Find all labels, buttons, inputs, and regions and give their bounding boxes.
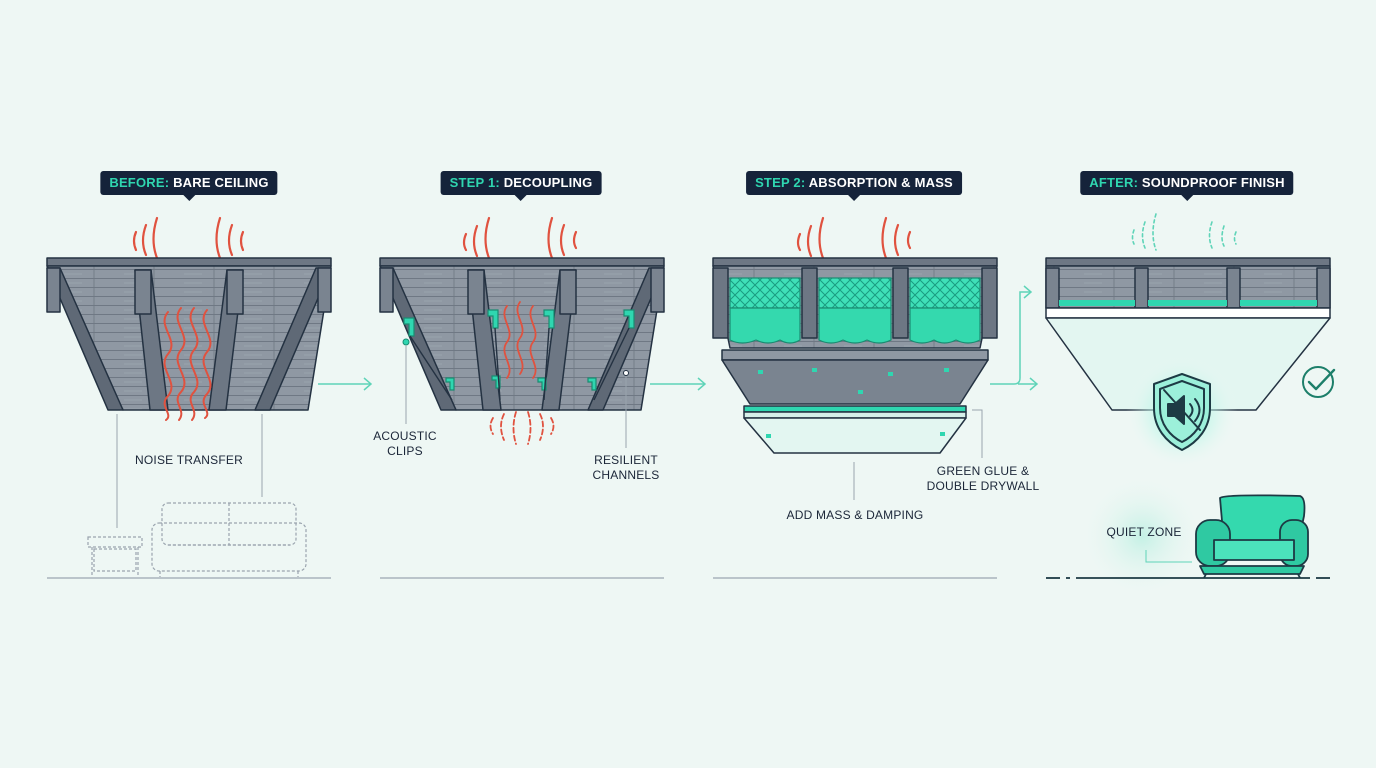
label-resilient-channels: RESILIENT CHANNELS bbox=[592, 453, 660, 482]
tag-before-text: BARE CEILING bbox=[169, 175, 269, 190]
panel-after bbox=[1045, 213, 1336, 598]
panel-step2 bbox=[712, 216, 998, 579]
panel-before bbox=[46, 216, 332, 579]
decoupled-ceiling-structure bbox=[379, 257, 665, 411]
tag-before-prefix: BEFORE: bbox=[109, 175, 170, 190]
tag-step2: STEP 2: ABSORPTION & MASS bbox=[746, 171, 962, 201]
side-table-icon bbox=[87, 536, 143, 577]
label-add-mass-damping: ADD MASS & DAMPING bbox=[786, 508, 924, 522]
resilient-channels bbox=[409, 327, 630, 401]
tag-after-text: SOUNDPROOF FINISH bbox=[1138, 175, 1285, 190]
callout-lines-2 bbox=[402, 338, 629, 448]
green-glue-double-drywall bbox=[743, 405, 967, 454]
quiet-zone-glow bbox=[1080, 474, 1204, 598]
label-noise-transfer: NOISE TRANSFER bbox=[135, 453, 243, 467]
check-circle-icon bbox=[1302, 366, 1336, 398]
finished-ceiling-structure bbox=[1045, 257, 1331, 411]
tag-step1: STEP 1: DECOUPLING bbox=[440, 171, 602, 201]
label-acoustic-clips: ACOUSTIC CLIPS bbox=[373, 429, 437, 458]
label-green-glue-double-drywall: GREEN GLUE & DOUBLE DRYWALL bbox=[926, 464, 1040, 493]
arrow-right-icon bbox=[650, 377, 707, 391]
noise-below-waves bbox=[489, 411, 555, 445]
muted-speaker-shield-icon bbox=[1153, 373, 1211, 451]
callout-lines-3 bbox=[853, 409, 983, 500]
tag-step1-text: DECOUPLING bbox=[499, 175, 593, 190]
noise-reduced-waves bbox=[503, 301, 537, 379]
callout-lines-4 bbox=[1145, 550, 1192, 563]
noise-waves-top-1 bbox=[132, 216, 245, 260]
tag-after-prefix: AFTER: bbox=[1089, 175, 1139, 190]
armchair-icon bbox=[1195, 494, 1309, 579]
label-quiet-zone: QUIET ZONE bbox=[1106, 525, 1182, 539]
arrow-right-icon bbox=[318, 377, 373, 391]
tag-before: BEFORE: BARE CEILING bbox=[100, 171, 278, 201]
callout-lines-1 bbox=[116, 414, 263, 528]
noise-transfer-waves bbox=[163, 307, 212, 421]
acoustic-insulation-batts bbox=[729, 277, 981, 344]
noise-waves-top-3 bbox=[796, 216, 912, 260]
noise-waves-top-2 bbox=[462, 216, 578, 260]
tag-step1-prefix: STEP 1: bbox=[449, 175, 500, 190]
faint-sound-waves bbox=[1131, 213, 1237, 251]
tag-step2-text: ABSORPTION & MASS bbox=[805, 175, 953, 190]
bare-ceiling-structure bbox=[46, 257, 332, 411]
tag-step2-prefix: STEP 2: bbox=[755, 175, 806, 190]
sofa-icon bbox=[151, 502, 307, 577]
panel-step1 bbox=[379, 216, 665, 579]
tag-after: AFTER: SOUNDPROOF FINISH bbox=[1080, 171, 1294, 201]
arrow-right-icon bbox=[990, 285, 1039, 391]
mass-layer-drywall bbox=[721, 349, 989, 405]
